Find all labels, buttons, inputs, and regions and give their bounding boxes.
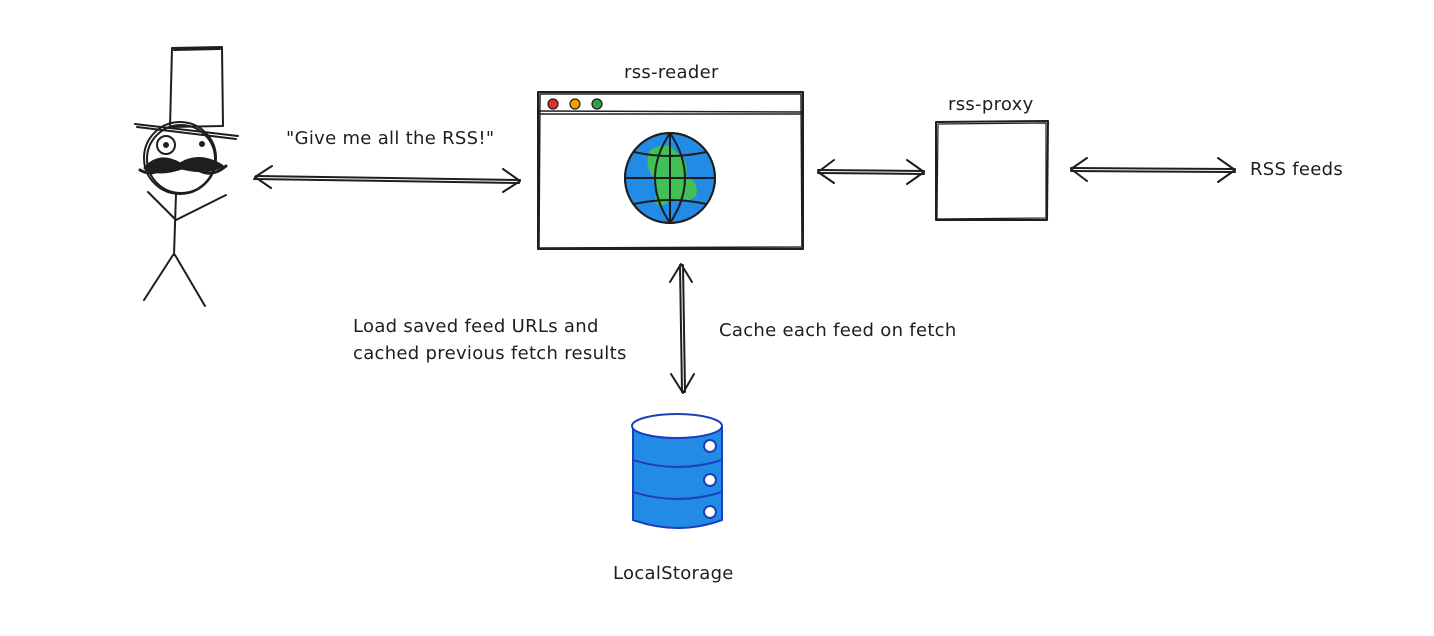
monocle-icon	[156, 135, 176, 155]
localstorage-label: LocalStorage	[613, 563, 734, 584]
rss-feeds-label: RSS feeds	[1250, 159, 1344, 180]
arrow-user-reader	[253, 165, 521, 193]
cache-edge-label: Cache each feed on fetch	[719, 320, 957, 341]
user-figure	[134, 46, 239, 307]
mustache	[143, 157, 224, 174]
maximize-dot-icon	[591, 98, 603, 110]
minimize-dot-icon	[569, 98, 581, 110]
load-edge-label: Load saved feed URLs and cached previous…	[353, 313, 627, 367]
rss-proxy-label: rss-proxy	[948, 94, 1034, 115]
top-hat	[169, 46, 224, 128]
rss-proxy-box	[935, 120, 1049, 221]
rss-reader-label: rss-reader	[624, 62, 719, 83]
arrow-reader-storage	[669, 263, 695, 394]
globe-icon	[624, 132, 716, 224]
user-speech-label: "Give me all the RSS!"	[286, 128, 495, 149]
database-icon	[631, 413, 723, 529]
load-edge-label-line2: cached previous fetch results	[353, 343, 627, 364]
arrow-reader-proxy	[817, 159, 925, 185]
arrow-proxy-feeds	[1070, 157, 1236, 183]
close-dot-icon	[547, 98, 559, 110]
load-edge-label-line1: Load saved feed URLs and	[353, 316, 599, 337]
rss-reader-window	[537, 91, 804, 250]
